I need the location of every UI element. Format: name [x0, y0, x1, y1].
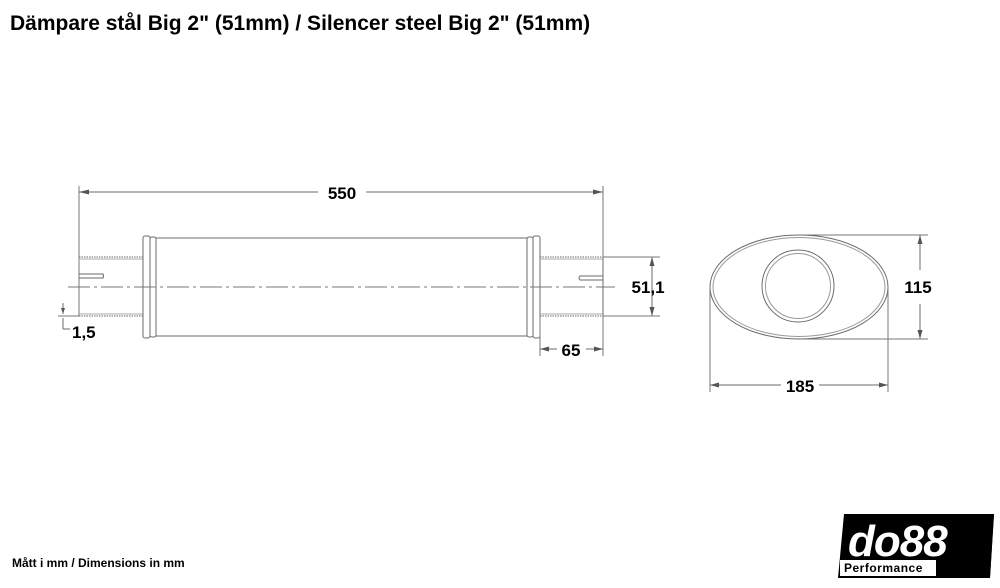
arrow-head-icon	[917, 330, 923, 339]
silencer-body	[156, 237, 527, 337]
arrow-head-icon	[594, 346, 603, 352]
height-dimension	[800, 234, 928, 340]
pipe-diameter-label: 51,1	[631, 278, 664, 297]
do88-logo: do88 Performance	[838, 514, 994, 578]
logo-brand: do88	[848, 517, 948, 566]
arrow-head-icon	[61, 308, 65, 314]
side-view	[58, 186, 660, 356]
pipe-diameter-dimension	[603, 256, 660, 317]
wall-thickness-dimension	[58, 303, 79, 330]
pipe-length-dimension	[539, 316, 604, 356]
length-dimension	[78, 186, 604, 316]
width-dimension	[709, 287, 889, 392]
length-label: 550	[328, 184, 356, 203]
units-note: Mått i mm / Dimensions in mm	[12, 556, 185, 570]
arrow-head-icon	[649, 307, 655, 316]
logo-subtitle: Performance	[844, 561, 923, 575]
arrow-head-icon	[79, 189, 89, 195]
pipe-length-label: 65	[562, 341, 581, 360]
drawing-title: Dämpare stål Big 2" (51mm) / Silencer st…	[10, 12, 591, 35]
left-pipe	[79, 256, 143, 317]
height-label: 115	[904, 278, 931, 297]
arrow-head-icon	[593, 189, 603, 195]
arrow-head-icon	[710, 382, 719, 388]
arrow-head-icon	[917, 235, 923, 244]
end-view	[709, 234, 928, 392]
width-label: 185	[786, 377, 814, 396]
arrow-head-icon	[540, 346, 549, 352]
arrow-head-icon	[879, 382, 888, 388]
arrow-head-icon	[649, 257, 655, 266]
wall-thickness-label: 1,5	[72, 323, 96, 342]
